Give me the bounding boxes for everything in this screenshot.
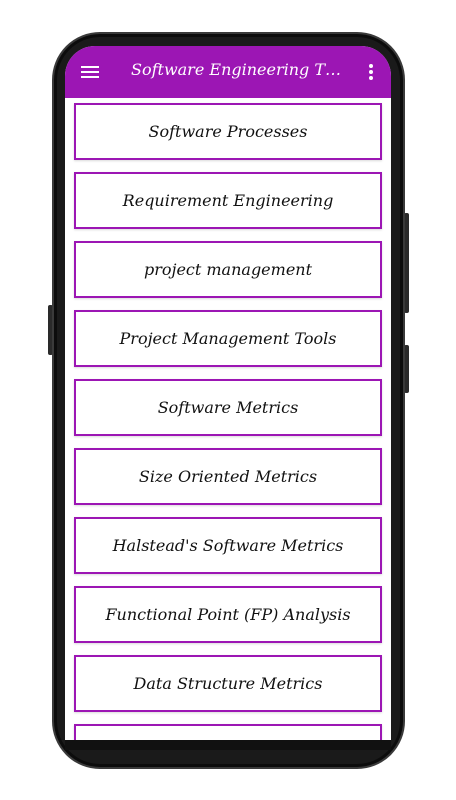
topic-label: project management	[143, 260, 313, 279]
topic-label: Requirement Engineering	[122, 191, 334, 210]
topic-label: Project Management Tools	[119, 329, 337, 348]
app-bar: Software Engineering Tut...	[65, 46, 391, 98]
topic-label: Halstead's Software Metrics	[112, 536, 344, 555]
topic-item-project-management-tools[interactable]: Project Management Tools	[74, 310, 382, 367]
topic-item-size-oriented-metrics[interactable]: Size Oriented Metrics	[74, 448, 382, 505]
topic-item-project-management[interactable]: project management	[74, 241, 382, 298]
topic-item-halsteads-software-metrics[interactable]: Halstead's Software Metrics	[74, 517, 382, 574]
topic-item-functional-point-analysis[interactable]: Functional Point (FP) Analysis	[74, 586, 382, 643]
app-screen: Software Engineering Tut... Software Pro…	[65, 46, 391, 740]
topic-label: Software Processes	[148, 122, 308, 141]
phone-side-button-lower	[404, 345, 409, 393]
screen-bottom-bezel	[65, 740, 391, 750]
topic-label: Functional Point (FP) Analysis	[105, 605, 351, 624]
phone-volume-button	[48, 305, 53, 355]
more-vert-icon[interactable]	[365, 64, 377, 82]
topic-item-software-processes[interactable]: Software Processes	[74, 103, 382, 160]
app-title: Software Engineering Tut...	[131, 60, 346, 79]
topic-item-software-metrics[interactable]: Software Metrics	[74, 379, 382, 436]
hamburger-menu-icon[interactable]	[81, 65, 99, 79]
topic-label: Software Metrics	[157, 398, 299, 417]
phone-side-button-upper	[404, 213, 409, 313]
topic-label: Data Structure Metrics	[133, 674, 323, 693]
topic-list: Software Processes Requirement Engineeri…	[74, 103, 382, 740]
topic-item-partial[interactable]	[74, 724, 382, 740]
topic-item-requirement-engineering[interactable]: Requirement Engineering	[74, 172, 382, 229]
topic-label: Size Oriented Metrics	[138, 467, 318, 486]
topic-item-data-structure-metrics[interactable]: Data Structure Metrics	[74, 655, 382, 712]
